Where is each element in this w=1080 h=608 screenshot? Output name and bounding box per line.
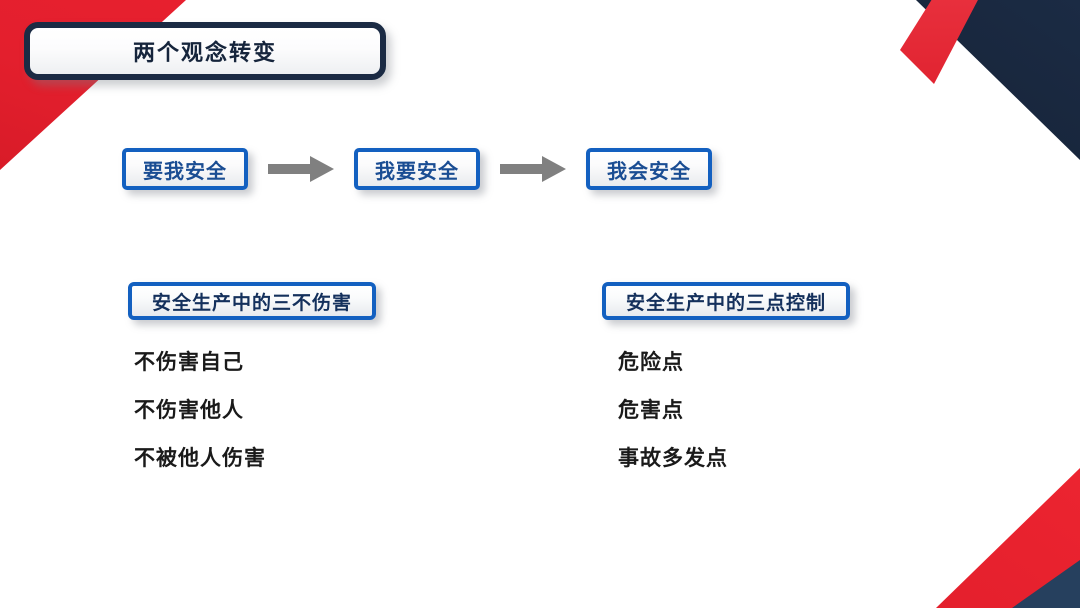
flow-step-2[interactable]: 我要安全 — [354, 148, 480, 190]
page-title-text: 两个观念转变 — [132, 40, 277, 65]
arrow-right-icon — [262, 149, 340, 189]
corner-accent-bottom-right — [1012, 560, 1080, 608]
panel-three-point-control-header-text: 安全生产中的三点控制 — [626, 292, 827, 314]
flow-step-1-label: 要我安全 — [143, 160, 227, 183]
list-item: 不伤害自己 — [134, 351, 244, 374]
corner-triangle-bottom-right — [936, 468, 1080, 608]
panel-three-point-control-header[interactable]: 安全生产中的三点控制 — [602, 282, 851, 320]
list-item: 事故多发点 — [618, 447, 728, 470]
corner-accent-top-right — [900, 0, 980, 84]
corner-triangle-top-right — [965, 0, 1080, 125]
list-item: 不被他人伤害 — [134, 447, 266, 470]
panel-three-no-harm: 安全生产中的三不伤害 不伤害自己 不伤害他人 不被他人伤害 — [128, 282, 377, 490]
panel-three-point-control: 安全生产中的三点控制 危险点 危害点 事故多发点 — [602, 282, 851, 490]
list-item: 危害点 — [618, 399, 684, 422]
corner-triangle-top-right-shade — [916, 0, 1080, 160]
flow-step-2-label: 我要安全 — [375, 160, 459, 183]
panel-three-no-harm-list: 不伤害自己 不伤害他人 不被他人伤害 — [134, 346, 376, 472]
list-item: 危险点 — [618, 351, 684, 374]
list-item: 不伤害他人 — [134, 399, 244, 422]
concept-flow: 要我安全 我要安全 我会安全 — [122, 148, 712, 190]
panel-three-no-harm-header[interactable]: 安全生产中的三不伤害 — [128, 282, 377, 320]
flow-step-3-label: 我会安全 — [607, 160, 691, 183]
flow-step-1[interactable]: 要我安全 — [122, 148, 248, 190]
panel-three-no-harm-header-text: 安全生产中的三不伤害 — [152, 292, 353, 314]
page-title: 两个观念转变 — [24, 22, 386, 80]
flow-step-3[interactable]: 我会安全 — [586, 148, 712, 190]
arrow-right-icon-2 — [494, 149, 572, 189]
panel-three-point-control-list: 危险点 危害点 事故多发点 — [618, 346, 850, 472]
